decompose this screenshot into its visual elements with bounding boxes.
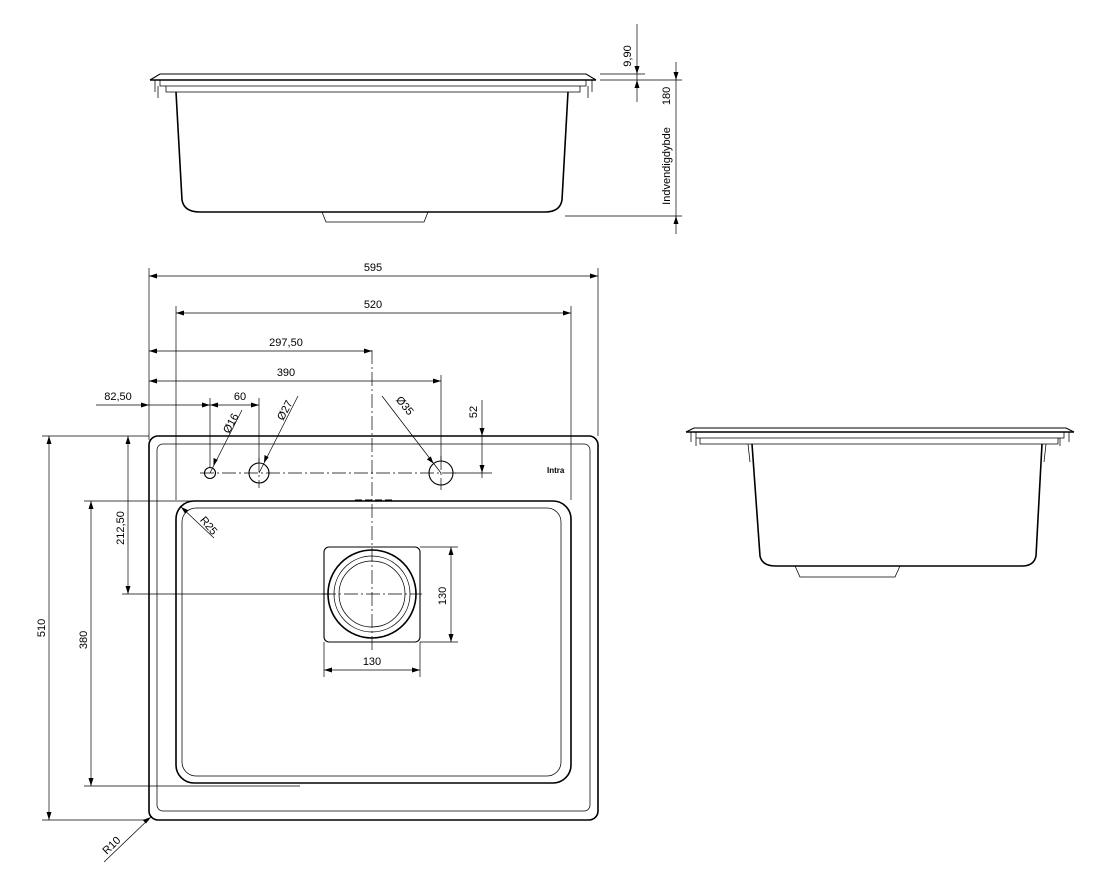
dim-hole1-offset: 82,50	[104, 391, 132, 403]
brand-logo: Intra	[547, 466, 565, 475]
dim-top-thickness: 9,90	[622, 45, 634, 66]
dim-hole-spacing: 60	[234, 391, 246, 403]
plan-dimensions: 595 520 297,50 390 82,50 60 Ø16 Ø27	[36, 262, 599, 863]
dim-inner-depth: 180	[661, 87, 673, 105]
plan-view: Intra	[148, 350, 599, 821]
dim-bowl-depth: 380	[78, 631, 90, 649]
dim-overall-width: 595	[364, 262, 382, 274]
dim-hole1-diameter: Ø16	[221, 412, 241, 436]
dim-bowl-corner-radius: R25	[197, 514, 219, 537]
side-view-top: 9,90 180 Indvendigdybde	[149, 24, 682, 234]
dim-drain-offset: 212,50	[115, 511, 127, 545]
dim-hole-row-offset: 52	[468, 406, 480, 418]
dim-hole3-offset: 390	[277, 367, 295, 379]
dim-bowl-width: 520	[364, 299, 382, 311]
dim-outer-corner-radius: R10	[100, 835, 123, 858]
dim-hole2-diameter: Ø27	[275, 399, 295, 423]
dim-overall-depth: 510	[36, 619, 48, 637]
dim-drain-height: 130	[437, 587, 449, 605]
side-view-right	[685, 427, 1075, 578]
dim-drain-width: 130	[363, 656, 381, 668]
dim-center-offset: 297,50	[269, 337, 303, 349]
dim-inner-depth-label: Indvendigdybde	[661, 127, 673, 205]
